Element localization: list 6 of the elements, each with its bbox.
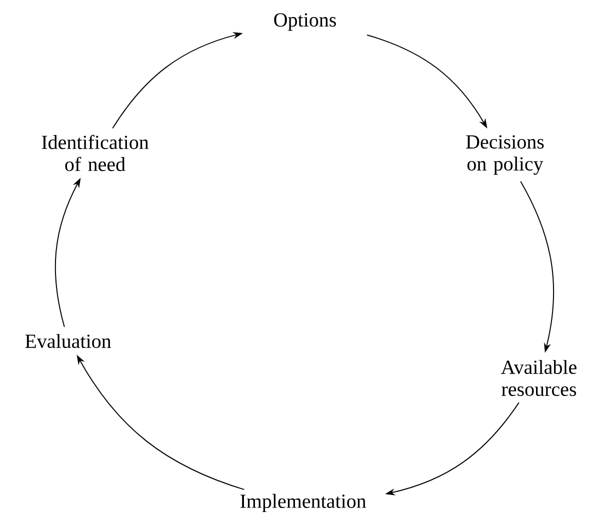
- node-label: Available resources: [501, 360, 576, 396]
- node-label: Identification of need: [42, 134, 149, 172]
- node-label: Evaluation: [25, 334, 112, 348]
- node-label: Options: [274, 13, 336, 31]
- node-label: Implementation: [240, 494, 366, 512]
- node-label: Decisions on policy: [466, 135, 544, 175]
